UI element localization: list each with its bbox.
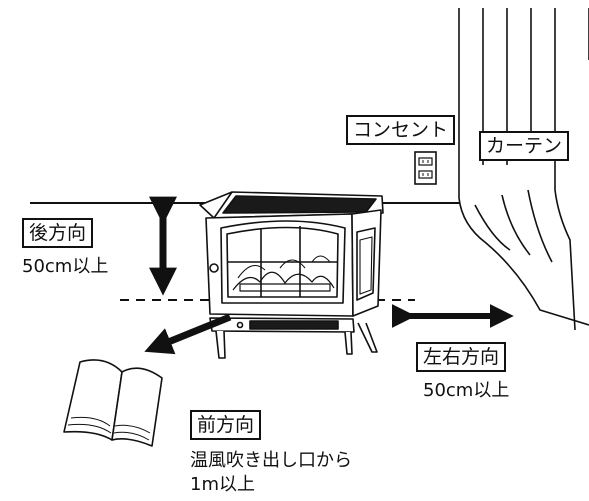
outlet-label: コンセント [346,115,456,145]
front-label: 前方向 [190,410,262,440]
curtain-label: カーテン [479,131,570,161]
front-note: 温風吹き出し口から [190,450,352,471]
outlet-icon [414,151,437,185]
rear-label: 後方向 [22,218,94,248]
side-label: 左右方向 [416,342,507,372]
book-icon [63,359,163,447]
rear-distance: 50cm以上 [22,256,109,277]
curtain [458,8,589,331]
front-arrow [144,313,232,355]
front-distance: 1m以上 [190,474,255,495]
side-distance: 50cm以上 [423,380,510,401]
electric-heater [199,191,384,359]
